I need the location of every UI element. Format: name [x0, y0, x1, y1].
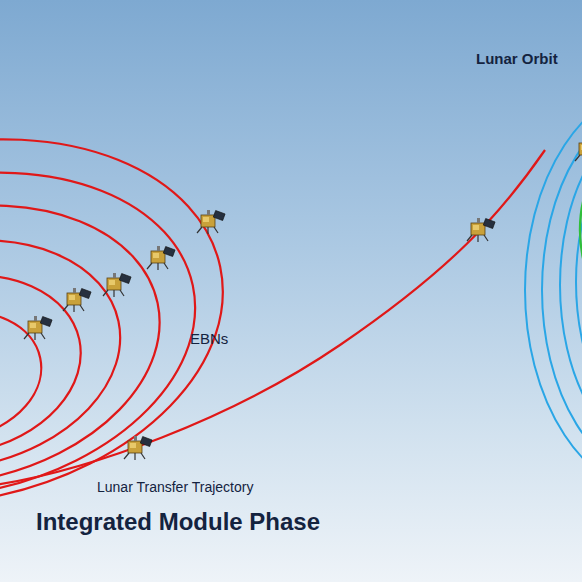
spacecraft-icons: [24, 138, 582, 460]
transfer-trajectory: [0, 150, 545, 485]
phase-label: EBNs: [190, 330, 228, 347]
trajectory-label: Lunar Transfer Trajectory: [97, 479, 253, 495]
lunar-orbits: [525, 85, 582, 495]
orbit-label: Lunar Orbit: [476, 50, 558, 67]
diagram-title: Integrated Module Phase: [36, 508, 320, 536]
earth-orbits: [0, 93, 257, 552]
final-lunar-orbit: [580, 150, 582, 310]
